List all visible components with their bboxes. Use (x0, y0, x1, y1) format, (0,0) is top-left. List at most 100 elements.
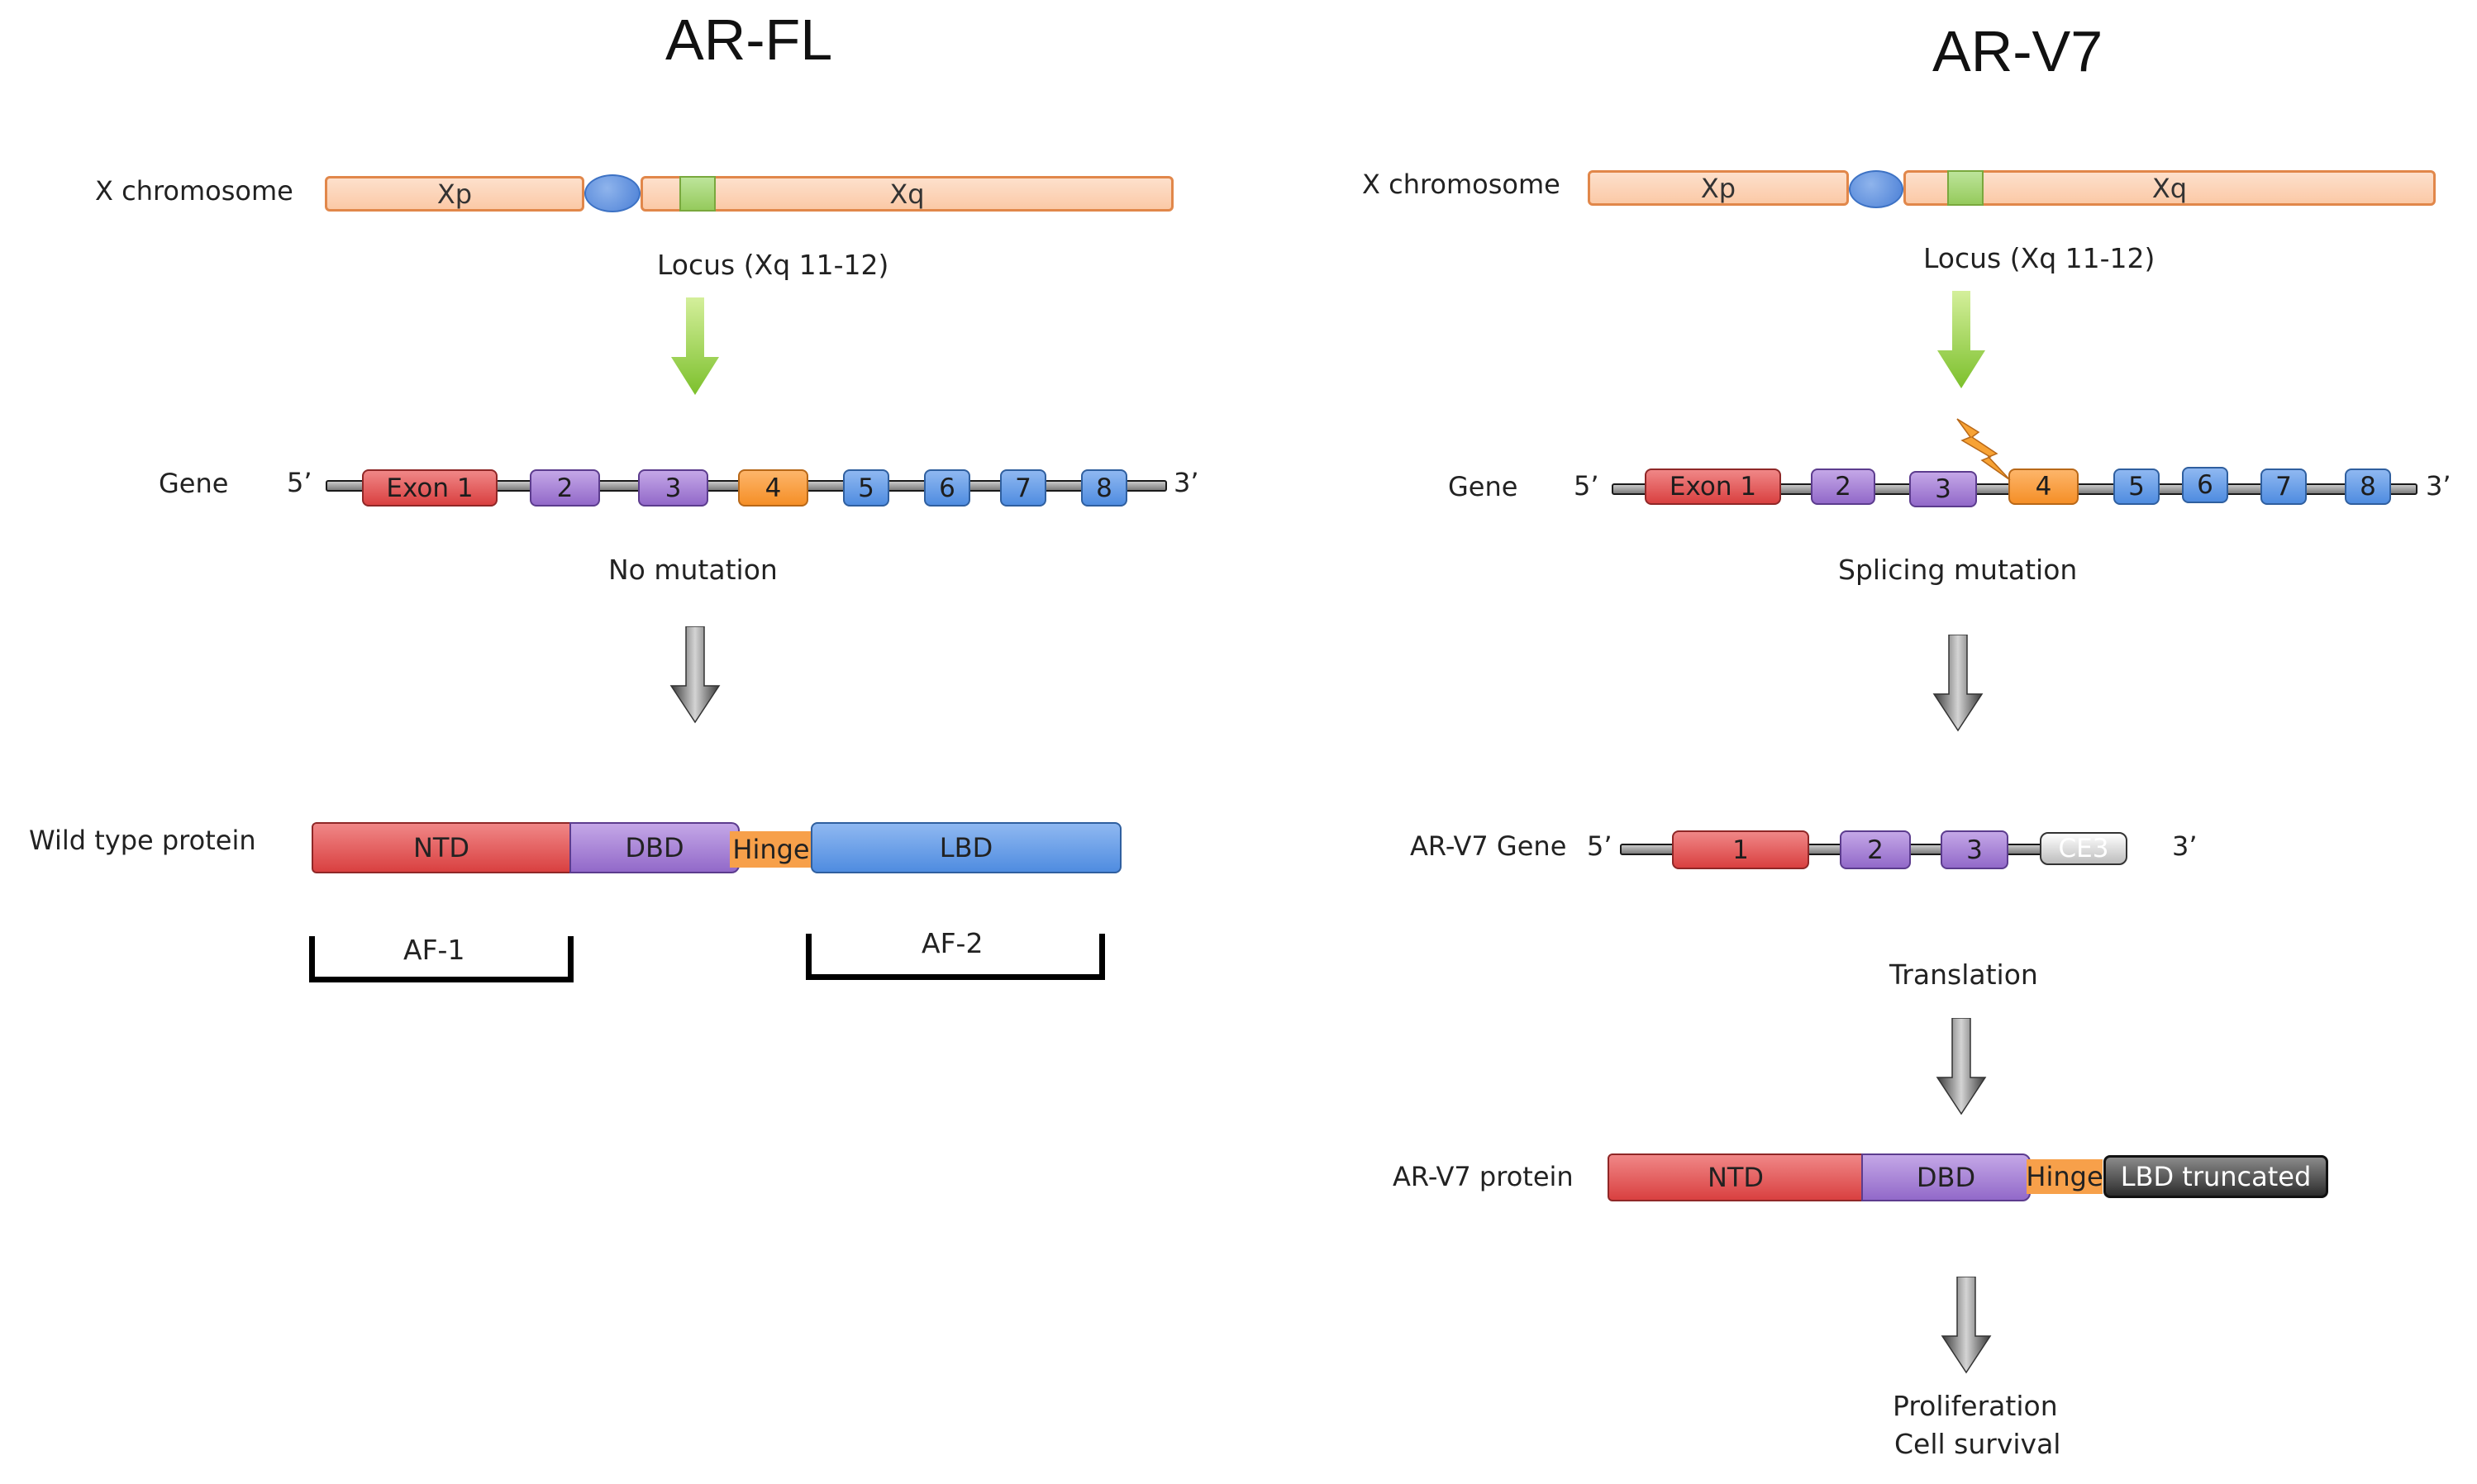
left-exon-8: 8 (1081, 469, 1127, 507)
right-variant-5prime: 5’ (1587, 830, 1612, 862)
left-gene-5prime: 5’ (287, 467, 312, 498)
right-green-arrow (1937, 291, 1985, 388)
right-exon-1: Exon 1 (1645, 469, 1781, 505)
right-chromosome-label: X chromosome (1362, 169, 1560, 200)
right-exon-8: 8 (2345, 469, 2391, 505)
left-arm-q-label: Xq (889, 178, 925, 210)
left-exon-4-label: 4 (765, 473, 782, 503)
left-af1-bracket (309, 936, 574, 982)
right-exon-5: 5 (2113, 469, 2160, 505)
right-variant-gene-label: AR-V7 Gene (1410, 830, 1567, 862)
left-exon-4: 4 (738, 469, 808, 507)
right-grey-arrow-3 (1941, 1277, 1992, 1374)
right-chromosome-arm-p: Xp (1588, 170, 1849, 206)
left-protein-label: Wild type protein (29, 825, 256, 856)
left-hinge-label: Hinge (732, 834, 810, 865)
right-variant-exon-3: 3 (1941, 830, 2008, 869)
left-exon-7: 7 (1000, 469, 1046, 507)
right-gene-label: Gene (1448, 471, 1518, 502)
left-exon-2-label: 2 (556, 473, 574, 503)
right-domain-hinge: Hinge (2026, 1159, 2103, 1194)
right-variant-exon-ce3: CE3 (2040, 832, 2127, 865)
right-lbd-label: LBD truncated (2120, 1161, 2312, 1192)
left-exon-3-label: 3 (665, 473, 682, 503)
right-exon-3: 3 (1909, 471, 1977, 507)
left-exon-3: 3 (638, 469, 708, 507)
left-exon-5-label: 5 (858, 473, 874, 503)
right-grey-arrow-2 (1936, 1018, 1987, 1115)
right-variant-exon-1: 1 (1672, 830, 1809, 869)
right-variant-3prime: 3’ (2172, 830, 2198, 862)
right-domain-ntd: NTD (1608, 1153, 1864, 1201)
left-exon-6: 6 (924, 469, 970, 507)
right-exon-5-label: 5 (2128, 472, 2145, 502)
lightning-icon (1956, 418, 2011, 481)
right-variant-exon-2: 2 (1840, 830, 1911, 869)
right-hinge-label: Hinge (2026, 1161, 2103, 1192)
left-gene-label: Gene (159, 468, 229, 499)
left-exon-5: 5 (843, 469, 889, 507)
left-exon-1: Exon 1 (362, 469, 498, 507)
right-exon-1-label: Exon 1 (1669, 472, 1757, 502)
right-mutation-label: Splicing mutation (1838, 554, 2078, 586)
left-chromosome-arm-q: Xq (641, 176, 1174, 212)
right-exon-2-label: 2 (1835, 472, 1851, 502)
right-variant-exon-2-label: 2 (1867, 835, 1884, 865)
left-af1-label: AF-1 (403, 934, 465, 966)
left-title: AR-FL (665, 7, 833, 72)
right-title: AR-V7 (1932, 19, 2103, 83)
left-locus-label: Locus (Xq 11-12) (657, 249, 889, 281)
left-exon-8-label: 8 (1096, 473, 1112, 503)
right-ntd-label: NTD (1707, 1162, 1765, 1193)
left-dbd-label: DBD (625, 832, 684, 863)
right-chromosome-arm-q: Xq (1903, 170, 2436, 206)
right-locus-marker (1947, 170, 1984, 206)
left-domain-ntd: NTD (312, 822, 571, 873)
left-exon-7-label: 7 (1015, 473, 1031, 503)
left-exon-1-label: Exon 1 (386, 473, 474, 503)
left-af2-label: AF-2 (922, 927, 984, 959)
right-exon-4-label: 4 (2035, 472, 2052, 502)
right-gene-3prime: 3’ (2426, 470, 2451, 502)
right-exon-6: 6 (2182, 467, 2228, 503)
right-outcome-cell-survival: Cell survival (1894, 1428, 2061, 1460)
left-locus-marker (679, 176, 716, 212)
left-domain-lbd: LBD (811, 822, 1122, 873)
right-variant-exon-ce3-label: CE3 (2058, 834, 2109, 863)
right-exon-7: 7 (2260, 469, 2307, 505)
right-arm-p-label: Xp (1700, 172, 1736, 204)
left-exon-6-label: 6 (939, 473, 955, 503)
right-locus-label: Locus (Xq 11-12) (1923, 242, 2155, 274)
left-chromosome-arm-p: Xp (325, 176, 584, 212)
left-domain-dbd: DBD (569, 822, 740, 873)
right-arm-q-label: Xq (2151, 172, 2188, 204)
left-domain-hinge: Hinge (730, 831, 812, 868)
left-arm-p-label: Xp (436, 178, 473, 210)
left-centromere (584, 174, 641, 212)
left-grey-arrow (669, 626, 721, 724)
right-centromere (1849, 170, 1903, 208)
right-gene-5prime: 5’ (1574, 470, 1599, 502)
left-chromosome-label: X chromosome (95, 175, 293, 207)
right-domain-lbd-truncated: LBD truncated (2103, 1155, 2328, 1198)
right-exon-8-label: 8 (2360, 472, 2376, 502)
right-exon-6-label: 6 (2197, 470, 2213, 500)
left-af2-bracket (806, 934, 1105, 980)
right-domain-dbd: DBD (1861, 1153, 2031, 1201)
left-mutation-label: No mutation (608, 554, 778, 586)
left-ntd-label: NTD (412, 832, 470, 863)
right-dbd-label: DBD (1916, 1162, 1976, 1193)
right-protein-label: AR-V7 protein (1393, 1161, 1574, 1192)
right-variant-exon-3-label: 3 (1966, 835, 1983, 865)
right-exon-2: 2 (1811, 469, 1875, 505)
left-gene-3prime: 3’ (1174, 467, 1199, 498)
right-grey-arrow-1 (1932, 635, 1984, 732)
left-lbd-label: LBD (939, 832, 993, 863)
right-exon-3-label: 3 (1935, 474, 1951, 504)
right-outcome-proliferation: Proliferation (1893, 1390, 2058, 1422)
right-variant-exon-1-label: 1 (1732, 835, 1749, 865)
left-green-arrow (671, 297, 719, 395)
right-exon-7-label: 7 (2275, 472, 2292, 502)
right-exon-4: 4 (2008, 469, 2079, 505)
left-exon-2: 2 (530, 469, 600, 507)
